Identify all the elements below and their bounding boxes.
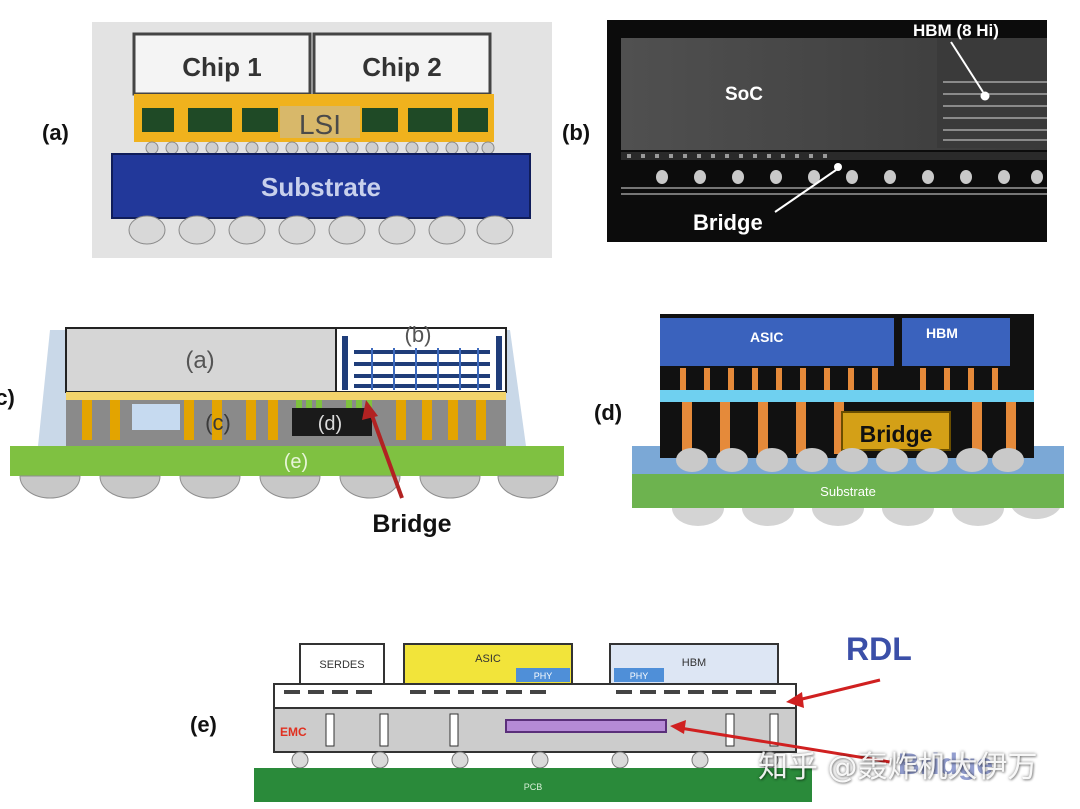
- chip-1: [132, 32, 312, 96]
- panel-d-tag: (d): [594, 400, 623, 425]
- chip-1-label: Chip 1: [182, 52, 261, 82]
- substrate-d: [632, 474, 1064, 508]
- bridge-die-e: [505, 719, 667, 733]
- bridge-chip-c: [292, 408, 372, 436]
- part-b-label: (b): [405, 322, 432, 347]
- part-a-label: (a): [185, 347, 214, 374]
- bridge-label-b: Bridge: [693, 210, 763, 235]
- part-c-box: [132, 404, 180, 430]
- serdes-label: SERDES: [319, 659, 364, 671]
- bridge-label-c: Bridge: [372, 510, 451, 538]
- panel-c-diagram: (a) (b) (c) (d) (e) Bridge: [10, 322, 564, 538]
- asic-d: [660, 318, 894, 366]
- phy-label-2: PHY: [630, 671, 649, 681]
- rdl-label: RDL: [846, 631, 912, 667]
- soc-label: SoC: [725, 84, 763, 105]
- chip-2: [312, 32, 492, 96]
- panel-a-diagram: Chip 1 Chip 2 LSI Substrate: [92, 22, 552, 258]
- substrate-label: Substrate: [261, 172, 381, 202]
- part-c-label: (c): [205, 410, 231, 435]
- panel-b-tag: (b): [562, 120, 591, 145]
- lsi-label: LSI: [299, 109, 341, 140]
- panel-d-diagram: ASIC HBM Bridge Substrate: [632, 314, 1064, 526]
- panel-a-tag: (a): [42, 120, 69, 145]
- chip-2-label: Chip 2: [362, 52, 441, 82]
- asic-label-d: ASIC: [750, 329, 783, 345]
- part-e-label: (e): [284, 451, 308, 473]
- hbm-d: [902, 318, 1010, 366]
- hbm-label-e: HBM: [682, 657, 706, 669]
- bridge-label-e: Bridge: [898, 748, 993, 781]
- part-d-label: (d): [318, 413, 342, 435]
- substrate-label-d: Substrate: [820, 484, 876, 499]
- pcb: [254, 768, 812, 802]
- panel-c-tag: (c): [0, 385, 15, 410]
- bridge-label-d: Bridge: [860, 421, 933, 447]
- pcb-label: PCB: [524, 782, 543, 792]
- watermark: 知乎 @轰炸机大伊万: [758, 750, 1038, 785]
- bridge-chip-d: [841, 411, 951, 451]
- substrate: [111, 153, 531, 219]
- emc-label: EMC: [280, 725, 307, 739]
- phy-label-1: PHY: [534, 671, 553, 681]
- die-a: [65, 327, 337, 393]
- panel-b-diagram: HBM (8 Hi) SoC Bridge: [607, 20, 1047, 242]
- hbm-label: HBM (8 Hi): [913, 21, 999, 40]
- substrate-e: [10, 446, 564, 476]
- panel-e-tag: (e): [190, 712, 217, 737]
- asic-label-e: ASIC: [475, 653, 501, 665]
- hbm-label-d: HBM: [926, 325, 958, 341]
- panel-e-diagram: SERDES ASIC PHY HBM PHY EMC PCB RDL Brid…: [254, 631, 993, 802]
